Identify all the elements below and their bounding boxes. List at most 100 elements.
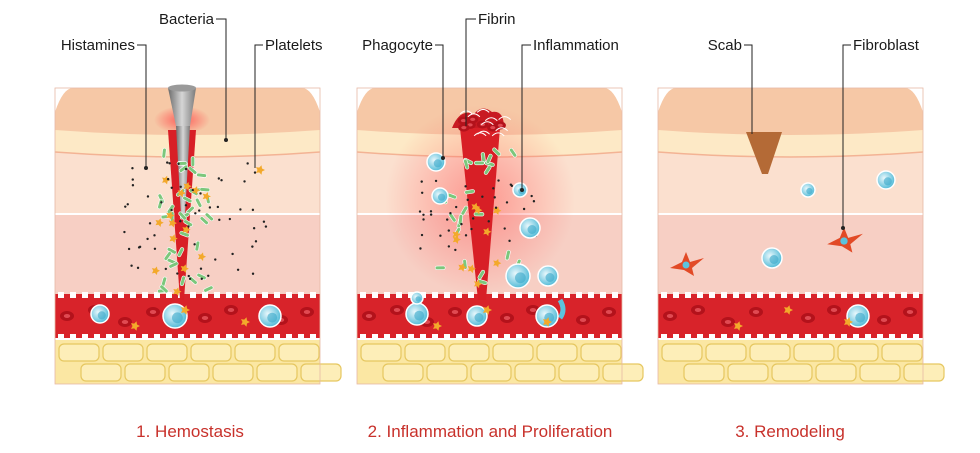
red-blood-cell-center (497, 123, 503, 128)
callout-dot-inflammation (520, 188, 524, 192)
vessel-wall-top (552, 292, 558, 298)
platelet (151, 266, 160, 275)
fat-cell (727, 363, 769, 382)
vessel-wall-bottom (82, 334, 88, 340)
histamine-dot (254, 240, 258, 243)
histamine-dot (184, 204, 188, 207)
fat-cell (815, 363, 857, 382)
vessel-wall-bottom (384, 334, 390, 340)
histamine-dot (231, 252, 234, 256)
bacterium (196, 272, 207, 280)
vessel-wall-bottom (661, 334, 667, 340)
vessel-wall-bottom (106, 334, 112, 340)
red-blood-cell-center (804, 316, 812, 320)
bacterium (178, 164, 189, 173)
red-blood-cell-center (503, 316, 511, 320)
histamine-dot (138, 245, 142, 249)
caption-remodeling: 3. Remodeling (735, 422, 845, 441)
vessel-wall-top (286, 292, 292, 298)
bacterium (179, 230, 190, 238)
caption-inflammation-proliferation: 2. Inflammation and Proliferation (368, 422, 613, 441)
callout-line-platelets (254, 44, 263, 168)
vessel-wall-top (360, 292, 366, 298)
histamine-dot (166, 161, 169, 164)
platelet (452, 230, 461, 239)
histamine-dot (198, 209, 201, 212)
histamine-dot (471, 217, 475, 220)
blood-vessel (658, 294, 923, 338)
fat-cell (190, 343, 232, 362)
white-blood-cell-nucleus (806, 187, 813, 195)
vessel-wall-top (781, 292, 787, 298)
callout-line-fibrin (465, 18, 476, 126)
fat-cell (80, 363, 122, 382)
bacterium (509, 147, 517, 158)
vessel-wall-bottom (588, 334, 594, 340)
fibrin-strand (495, 127, 509, 132)
label-bacteria: Bacteria (159, 11, 215, 28)
fat-cell (514, 363, 556, 382)
histamine-dot (220, 179, 223, 182)
white-blood-cell-nucleus (97, 311, 106, 320)
white-blood-cell-nucleus (545, 273, 555, 282)
vessel-wall-bottom (913, 334, 919, 340)
histamine-dot (239, 208, 242, 211)
platelet (181, 305, 190, 315)
histamine-dot (146, 195, 150, 198)
bacterium (458, 214, 463, 225)
histamine-dot (493, 196, 496, 199)
vessel-wall-bottom (310, 334, 316, 340)
fat-cell (837, 343, 879, 362)
stratum-band (658, 130, 923, 157)
vessel-wall-bottom (889, 334, 895, 340)
red-blood-cell-center (451, 310, 459, 314)
histamine-dot (217, 177, 221, 180)
fibrin-strand (467, 113, 481, 118)
platelet (183, 182, 192, 191)
fat-cell (558, 363, 600, 382)
white-blood-cell-nucleus (267, 312, 278, 323)
fat-cell (661, 343, 703, 362)
histamine-dot (187, 225, 190, 228)
vessel-wall-top (600, 292, 606, 298)
fibrin-strand (473, 132, 487, 137)
vessel-wall-bottom (516, 334, 522, 340)
label-phagocyte: Phagocyte (362, 37, 433, 54)
callout-line-histamines (137, 44, 147, 168)
platelet (182, 225, 191, 234)
platelet (162, 175, 171, 185)
histamine-dot (153, 234, 156, 237)
vessel-wall-bottom (166, 334, 172, 340)
vessel-wall-bottom (178, 334, 184, 340)
panel-outline (356, 87, 623, 385)
vessel-wall-bottom (190, 334, 196, 340)
white-blood-cell-nucleus (769, 255, 779, 264)
histamine-dot (497, 179, 500, 182)
fat-cell (234, 343, 276, 362)
histamine-dot (446, 218, 449, 221)
histamine-dot (454, 248, 457, 252)
histamine-dot (481, 195, 484, 198)
vessel-wall-top (372, 292, 378, 298)
white-blood-cell-nucleus (172, 312, 183, 324)
stratum-line (657, 151, 924, 158)
fat-cell (749, 343, 791, 362)
histamine-dot (200, 277, 203, 280)
bacterium (161, 147, 167, 159)
bacterium (203, 285, 214, 293)
platelet (483, 227, 492, 237)
histamine-dot (508, 239, 511, 243)
histamine-dot (208, 206, 212, 209)
histamine-dot (170, 208, 173, 212)
fibrin-strand (476, 108, 490, 113)
bacterium (163, 251, 172, 261)
vessel-wall-bottom (456, 334, 462, 340)
bacterium (477, 269, 486, 280)
platelet (256, 165, 265, 175)
vessel-wall-top (214, 292, 220, 298)
vessel-wall-bottom (841, 334, 847, 340)
red-blood-cell-center (724, 320, 732, 324)
callout-dot-fibroblast (841, 226, 845, 230)
vessel-wall-top (504, 292, 510, 298)
